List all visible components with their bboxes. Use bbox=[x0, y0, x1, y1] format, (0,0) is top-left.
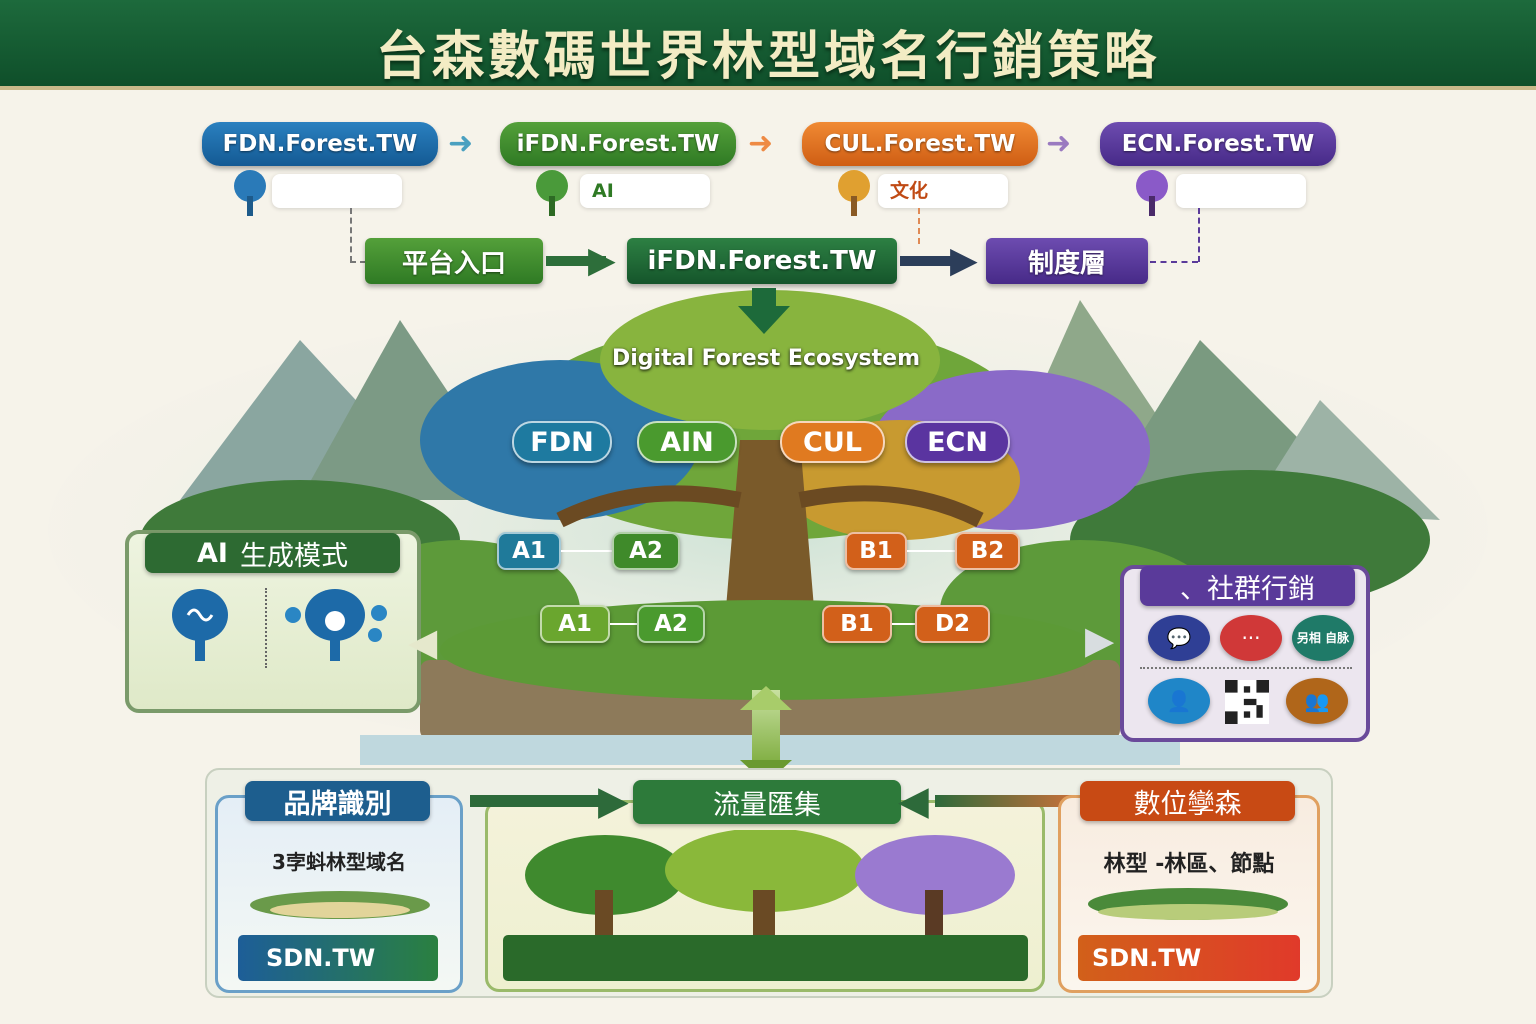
ai-title: 生成模式 bbox=[239, 540, 348, 572]
orange-tree-icon bbox=[838, 170, 870, 216]
dashed-connector bbox=[1150, 261, 1198, 263]
group-icon[interactable]: 👥 bbox=[1286, 678, 1348, 724]
node-fdn[interactable]: FDN bbox=[512, 421, 612, 463]
page-title: 台森數碼世界林型域名行銷策略 bbox=[375, 27, 1160, 87]
forest-island-illustration bbox=[1088, 888, 1288, 920]
subnode-a2[interactable]: A2 bbox=[612, 532, 680, 570]
network-tree-icon bbox=[285, 589, 387, 661]
subnode-b2[interactable]: B2 bbox=[955, 532, 1020, 570]
arrow-right-icon: ➜ bbox=[448, 126, 474, 161]
digital-twin-title: 數位孿森 bbox=[1080, 781, 1295, 821]
ecosystem-title: Digital Forest Ecosystem bbox=[611, 346, 921, 371]
divider bbox=[1140, 667, 1352, 669]
user-icon[interactable]: 👤 bbox=[1148, 678, 1210, 724]
arrow-right-icon: ▶ bbox=[1085, 618, 1115, 662]
brain-tree-icon bbox=[172, 589, 228, 661]
mountains bbox=[180, 300, 1440, 520]
institution-layer-box[interactable]: 制度層 bbox=[986, 238, 1148, 284]
connector-line bbox=[610, 623, 638, 625]
subnode-a1[interactable]: A1 bbox=[497, 532, 561, 570]
arrow-left-icon: ◀ bbox=[898, 778, 929, 824]
domain-pill-ifdn[interactable]: iFDN.Forest.TW bbox=[500, 122, 736, 166]
subnode-a2[interactable]: A2 bbox=[637, 605, 705, 643]
blue-tree-icon bbox=[234, 170, 266, 216]
arrow-left-icon: ◀ bbox=[408, 620, 438, 664]
chat-icon[interactable]: 💬 bbox=[1148, 615, 1210, 661]
brand-text: 3孛蚪林型域名 bbox=[272, 850, 406, 874]
arrow-right-icon: ▶ bbox=[950, 240, 978, 281]
dashed-connector bbox=[918, 208, 920, 244]
traffic-title: 流量匯集 bbox=[633, 780, 901, 824]
node-ain[interactable]: AIN bbox=[637, 421, 737, 463]
arrow-shaft bbox=[470, 795, 610, 807]
ai-panel-title: AI 生成模式 bbox=[145, 533, 400, 573]
title-bar bbox=[0, 0, 1536, 90]
arrow-shaft bbox=[752, 288, 776, 310]
platform-entry-box[interactable]: 平台入口 bbox=[365, 238, 543, 284]
divider bbox=[265, 588, 267, 668]
text-badge-icon[interactable]: 另相 自脉 bbox=[1292, 615, 1354, 661]
arrow-shaft bbox=[900, 256, 960, 266]
node-ecn[interactable]: ECN bbox=[905, 421, 1010, 463]
domain-pill-ecn[interactable]: ECN.Forest.TW bbox=[1100, 122, 1336, 166]
digital-twin-domain-bar[interactable]: SDN.TW bbox=[1078, 935, 1300, 981]
ai-prefix: AI bbox=[197, 537, 228, 569]
node-cul[interactable]: CUL bbox=[780, 421, 885, 463]
trees-illustration bbox=[525, 830, 1015, 936]
arrow-right-icon: ➜ bbox=[748, 126, 774, 161]
domain-sublabel bbox=[272, 174, 402, 208]
arrow-right-icon: ➜ bbox=[1046, 126, 1072, 161]
connector-line bbox=[561, 550, 613, 552]
arrow-right-icon: ▶ bbox=[588, 240, 616, 281]
arrow-up-icon bbox=[740, 686, 792, 710]
message-icon[interactable]: ··· bbox=[1220, 615, 1282, 661]
brand-title: 品牌識別 bbox=[245, 781, 430, 821]
subnode-b1[interactable]: B1 bbox=[822, 605, 892, 643]
domain-pill-cul[interactable]: CUL.Forest.TW bbox=[802, 122, 1038, 166]
dashed-connector bbox=[350, 208, 352, 262]
island-illustration bbox=[250, 891, 430, 919]
dashed-connector bbox=[350, 261, 366, 263]
subnode-d2[interactable]: D2 bbox=[915, 605, 990, 643]
digital-twin-text: 林型 -林區、節點 bbox=[1103, 852, 1275, 877]
domain-pill-fdn[interactable]: FDN.Forest.TW bbox=[202, 122, 438, 166]
arrow-shaft bbox=[935, 795, 1075, 807]
domain-sublabel bbox=[1176, 174, 1306, 208]
purple-tree-icon bbox=[1136, 170, 1168, 216]
green-tree-icon bbox=[536, 170, 568, 216]
hub-domain-box[interactable]: iFDN.Forest.TW bbox=[627, 238, 897, 284]
arrow-down-icon bbox=[738, 306, 790, 334]
traffic-bar[interactable] bbox=[503, 935, 1028, 981]
domain-sublabel: 文化 bbox=[878, 174, 1008, 208]
brand-domain-bar[interactable]: SDN.TW bbox=[238, 935, 438, 981]
connector-line bbox=[892, 623, 916, 625]
subnode-a1[interactable]: A1 bbox=[540, 605, 610, 643]
connector-line bbox=[907, 550, 955, 552]
qr-code-icon[interactable] bbox=[1225, 680, 1269, 724]
dashed-connector bbox=[1198, 208, 1200, 262]
domain-sublabel: AI bbox=[580, 174, 710, 208]
arrow-shaft bbox=[546, 256, 606, 266]
arrow-right-icon: ▶ bbox=[598, 778, 629, 824]
social-panel-title: 、社群行銷 bbox=[1140, 566, 1355, 606]
subnode-b1[interactable]: B1 bbox=[845, 532, 907, 570]
